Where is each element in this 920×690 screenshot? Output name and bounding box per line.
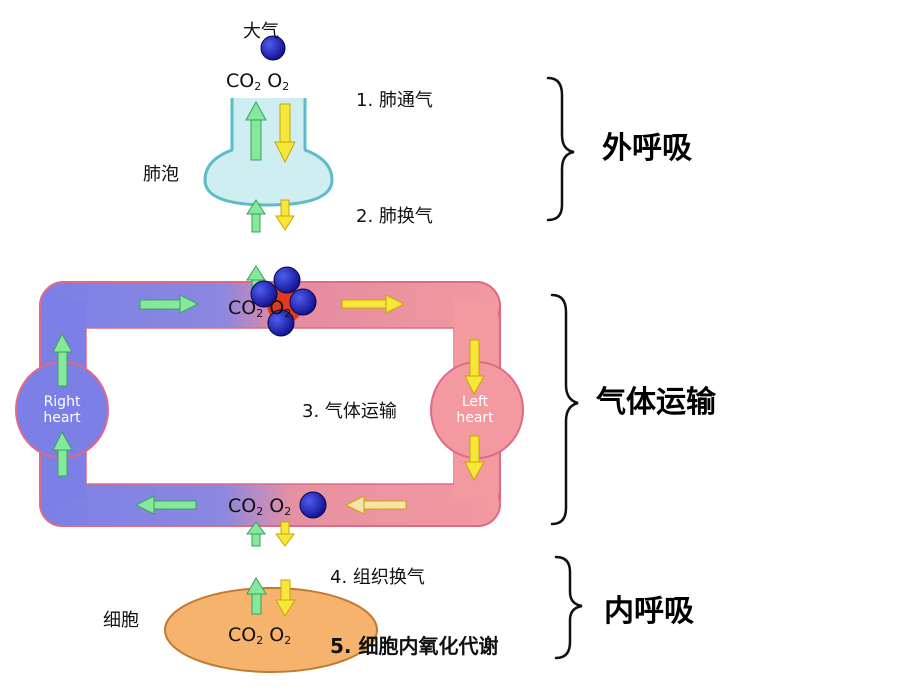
co2-o2-cell-label: CO2 O2: [228, 624, 292, 647]
up-arrow-icon: [246, 521, 266, 547]
cell-shape: [164, 587, 378, 673]
up-arrow-icon: [246, 577, 267, 615]
step-5-label: 5. 细胞内氧化代谢: [330, 634, 499, 658]
co2-o2-loop-top-label: CO2 O2: [228, 297, 292, 320]
molecule-icon: [289, 288, 317, 316]
step-1-label: 1. 肺通气: [356, 90, 433, 111]
alveolus-label: 肺泡: [143, 164, 179, 185]
right-arrow-icon: [139, 294, 200, 314]
brace-icon: [546, 76, 575, 222]
down-arrow-icon: [274, 103, 296, 164]
group-gas-transport: 气体运输: [596, 385, 716, 420]
up-arrow-icon: [245, 100, 267, 161]
molecule-icon: [299, 491, 327, 519]
step-2-label: 2. 肺换气: [356, 206, 433, 227]
down-arrow-icon: [275, 579, 296, 617]
left-arrow-icon: [134, 495, 197, 515]
brace-icon: [554, 555, 583, 660]
co2-o2-top-label: CO2 O2: [226, 70, 290, 93]
atmosphere-label: 大气: [243, 21, 279, 42]
group-internal-respiration: 内呼吸: [604, 594, 694, 629]
up-arrow-icon: [52, 430, 73, 477]
step-4-label: 4. 组织换气: [330, 567, 425, 588]
right-arrow-icon: [341, 294, 406, 314]
hemoglobin-cluster: [250, 266, 317, 337]
molecule-icon: [267, 309, 295, 337]
molecule-icon: [250, 280, 278, 308]
down-arrow-icon: [275, 199, 295, 231]
right-heart-label: Right heart: [43, 394, 81, 426]
step-3-label: 3. 气体运输: [302, 401, 397, 422]
brace-icon: [550, 293, 579, 526]
group-external-respiration: 外呼吸: [602, 131, 692, 166]
left-arrow-icon: [344, 495, 407, 515]
gas-arrows: [245, 100, 296, 617]
left-heart-label: Left heart: [456, 394, 494, 426]
down-arrow-icon: [464, 435, 485, 482]
up-arrow-icon: [246, 199, 266, 233]
down-arrow-icon: [464, 339, 485, 396]
down-arrow-icon: [275, 521, 295, 547]
molecule-icon: [273, 266, 301, 294]
co2-o2-loop-bottom-label: CO2 O2: [228, 495, 292, 518]
alveolus-shape: [203, 98, 334, 207]
cell-label: 细胞: [103, 610, 139, 631]
circulation-loop: [15, 281, 524, 527]
flow-arrows: [52, 294, 485, 515]
molecule-icon: [260, 35, 286, 61]
up-arrow-icon: [52, 332, 73, 387]
